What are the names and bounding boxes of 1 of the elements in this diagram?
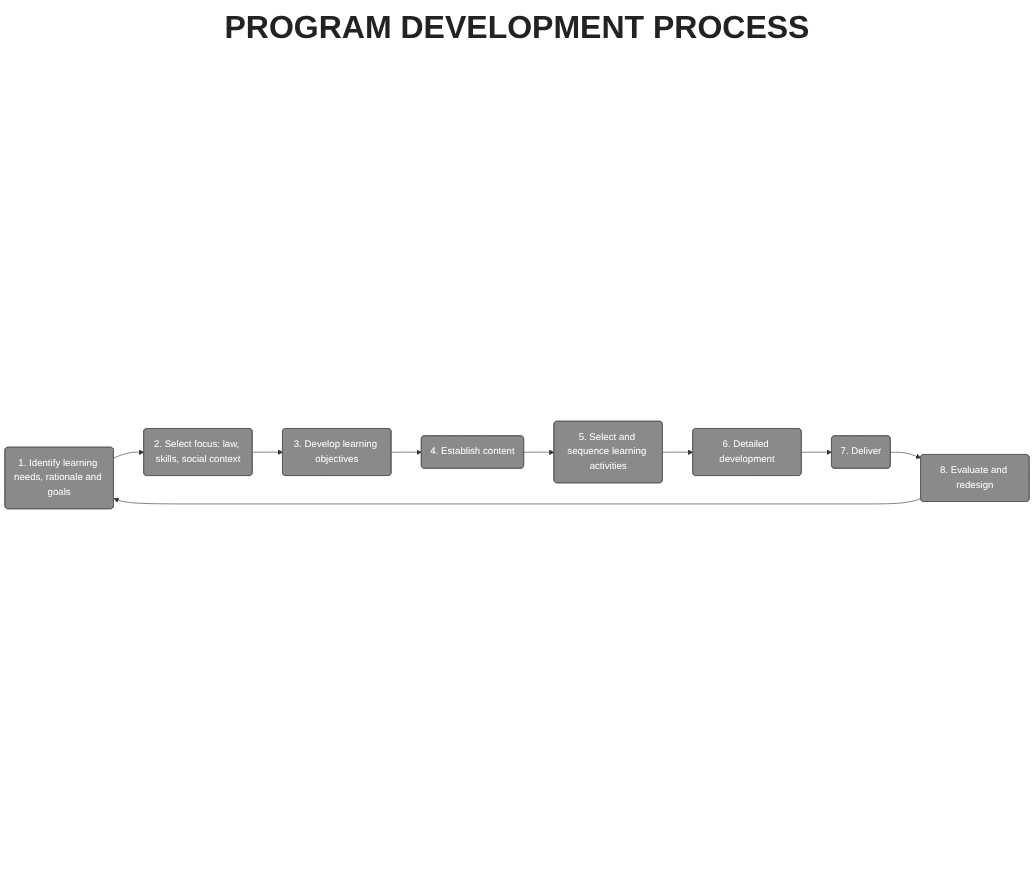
diagram-title: PROGRAM DEVELOPMENT PROCESS [224, 12, 810, 48]
